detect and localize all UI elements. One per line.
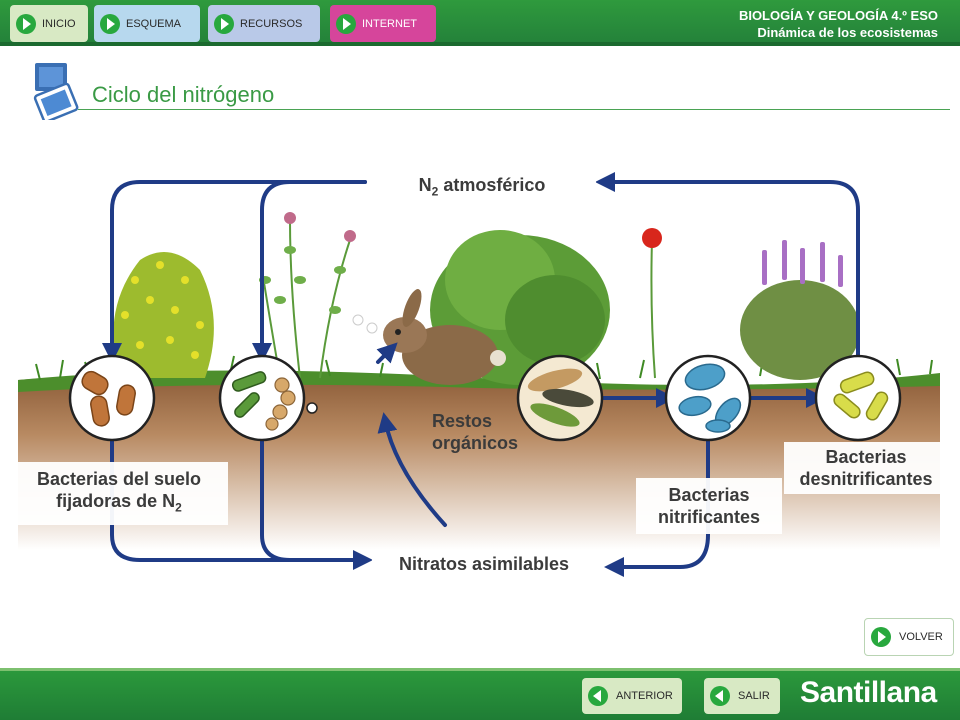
arrow-nitrates-to-plants <box>377 412 447 527</box>
back-arrow-icon <box>710 686 730 706</box>
organic-remains-line1: Restos <box>432 411 493 431</box>
nav-recursos-label: RECURSOS <box>240 17 303 30</box>
poppy <box>642 228 662 379</box>
title-divider <box>78 109 950 110</box>
nav-esquema-label: ESQUEMA <box>126 17 182 30</box>
nitrifiers-bacteria-circle <box>664 354 752 442</box>
fixers-label: Bacterias del suelo fijadoras de N2 <box>10 462 228 525</box>
play-arrow-icon <box>16 13 36 34</box>
fixers-line1: Bacterias del suelo <box>36 469 202 489</box>
organic-remains-circle <box>516 354 604 442</box>
salir-button[interactable]: SALIR <box>704 678 780 714</box>
arrow-rabbit-to-restos <box>376 342 398 364</box>
nitrifiers-line2: nitrificantes <box>657 507 761 527</box>
arrow-denitrifiers-to-n2 <box>595 172 860 357</box>
book-unit: Dinámica de los ecosistemas <box>757 25 938 40</box>
volver-label: VOLVER <box>899 631 943 643</box>
play-arrow-icon <box>336 13 356 34</box>
screens-icon <box>33 61 79 120</box>
cycle-arrows <box>102 172 860 577</box>
arrow-n2-to-clover <box>252 180 367 363</box>
fixers-bacteria-circle <box>68 354 156 442</box>
anterior-button[interactable]: ANTERIOR <box>582 678 682 714</box>
nodule-bacteria-circle <box>218 354 318 442</box>
back-arrow-icon <box>588 686 608 706</box>
n2-symbol: N <box>418 175 432 195</box>
denitrifiers-bacteria-circle <box>814 354 902 442</box>
bottom-bar <box>0 668 960 720</box>
nitrates-label: Nitratos asimilables <box>372 550 596 578</box>
denitrifiers-line2: desnitrificantes <box>799 469 933 489</box>
nav-internet-label: INTERNET <box>362 17 417 30</box>
anterior-label: ANTERIOR <box>616 690 673 702</box>
nitrifiers-label: Bacterias nitrificantes <box>636 478 782 534</box>
nitrogen-cycle-diagram <box>18 172 940 577</box>
rabbit <box>383 289 506 385</box>
book-title: BIOLOGÍA Y GEOLOGÍA 4.º ESO <box>738 8 938 23</box>
fixers-subscript: 2 <box>175 500 182 515</box>
n2-text: atmosférico <box>438 175 546 195</box>
arrow-clover-to-nitrates <box>260 438 367 562</box>
n2-subscript: 2 <box>431 184 439 199</box>
brand-logo: Santillana <box>800 676 937 709</box>
fixers-line2: fijadoras de N <box>56 491 176 511</box>
organic-remains-label: Restos orgánicos <box>432 410 552 454</box>
denitrifiers-line1: Bacterias <box>825 447 907 467</box>
arrow-n2-to-fixers <box>102 180 367 363</box>
arrow-nitrifiers-to-nitrates <box>604 438 710 577</box>
nav-inicio-button[interactable]: INICIO <box>10 5 88 42</box>
lavender-plant <box>740 240 860 380</box>
nitrates-text: Nitratos asimilables <box>398 554 570 574</box>
bottom-bar-highlight <box>0 668 960 671</box>
broom-shrub <box>113 252 214 378</box>
volver-button[interactable]: VOLVER <box>864 618 954 656</box>
nav-recursos-button[interactable]: RECURSOS <box>208 5 320 42</box>
arrow-fixers-to-nitrates <box>110 438 373 570</box>
organic-remains-line2: orgánicos <box>432 433 519 453</box>
salir-label: SALIR <box>738 690 770 702</box>
nav-esquema-button[interactable]: ESQUEMA <box>94 5 200 42</box>
play-arrow-icon <box>100 13 120 34</box>
play-arrow-icon <box>214 13 234 34</box>
nitrifiers-line1: Bacterias <box>668 485 750 505</box>
n2-atmospheric-label: N2 atmosférico <box>368 170 596 200</box>
nav-inicio-label: INICIO <box>42 17 76 30</box>
book-info: BIOLOGÍA Y GEOLOGÍA 4.º ESO Dinámica de … <box>739 7 938 41</box>
denitrifiers-label: Bacterias desnitrificantes <box>784 442 948 494</box>
clover-plant <box>259 212 378 379</box>
play-arrow-icon <box>871 627 891 647</box>
nav-internet-button[interactable]: INTERNET <box>330 5 436 42</box>
page-title: Ciclo del nitrógeno <box>92 82 275 107</box>
top-bar-shade <box>0 42 960 46</box>
